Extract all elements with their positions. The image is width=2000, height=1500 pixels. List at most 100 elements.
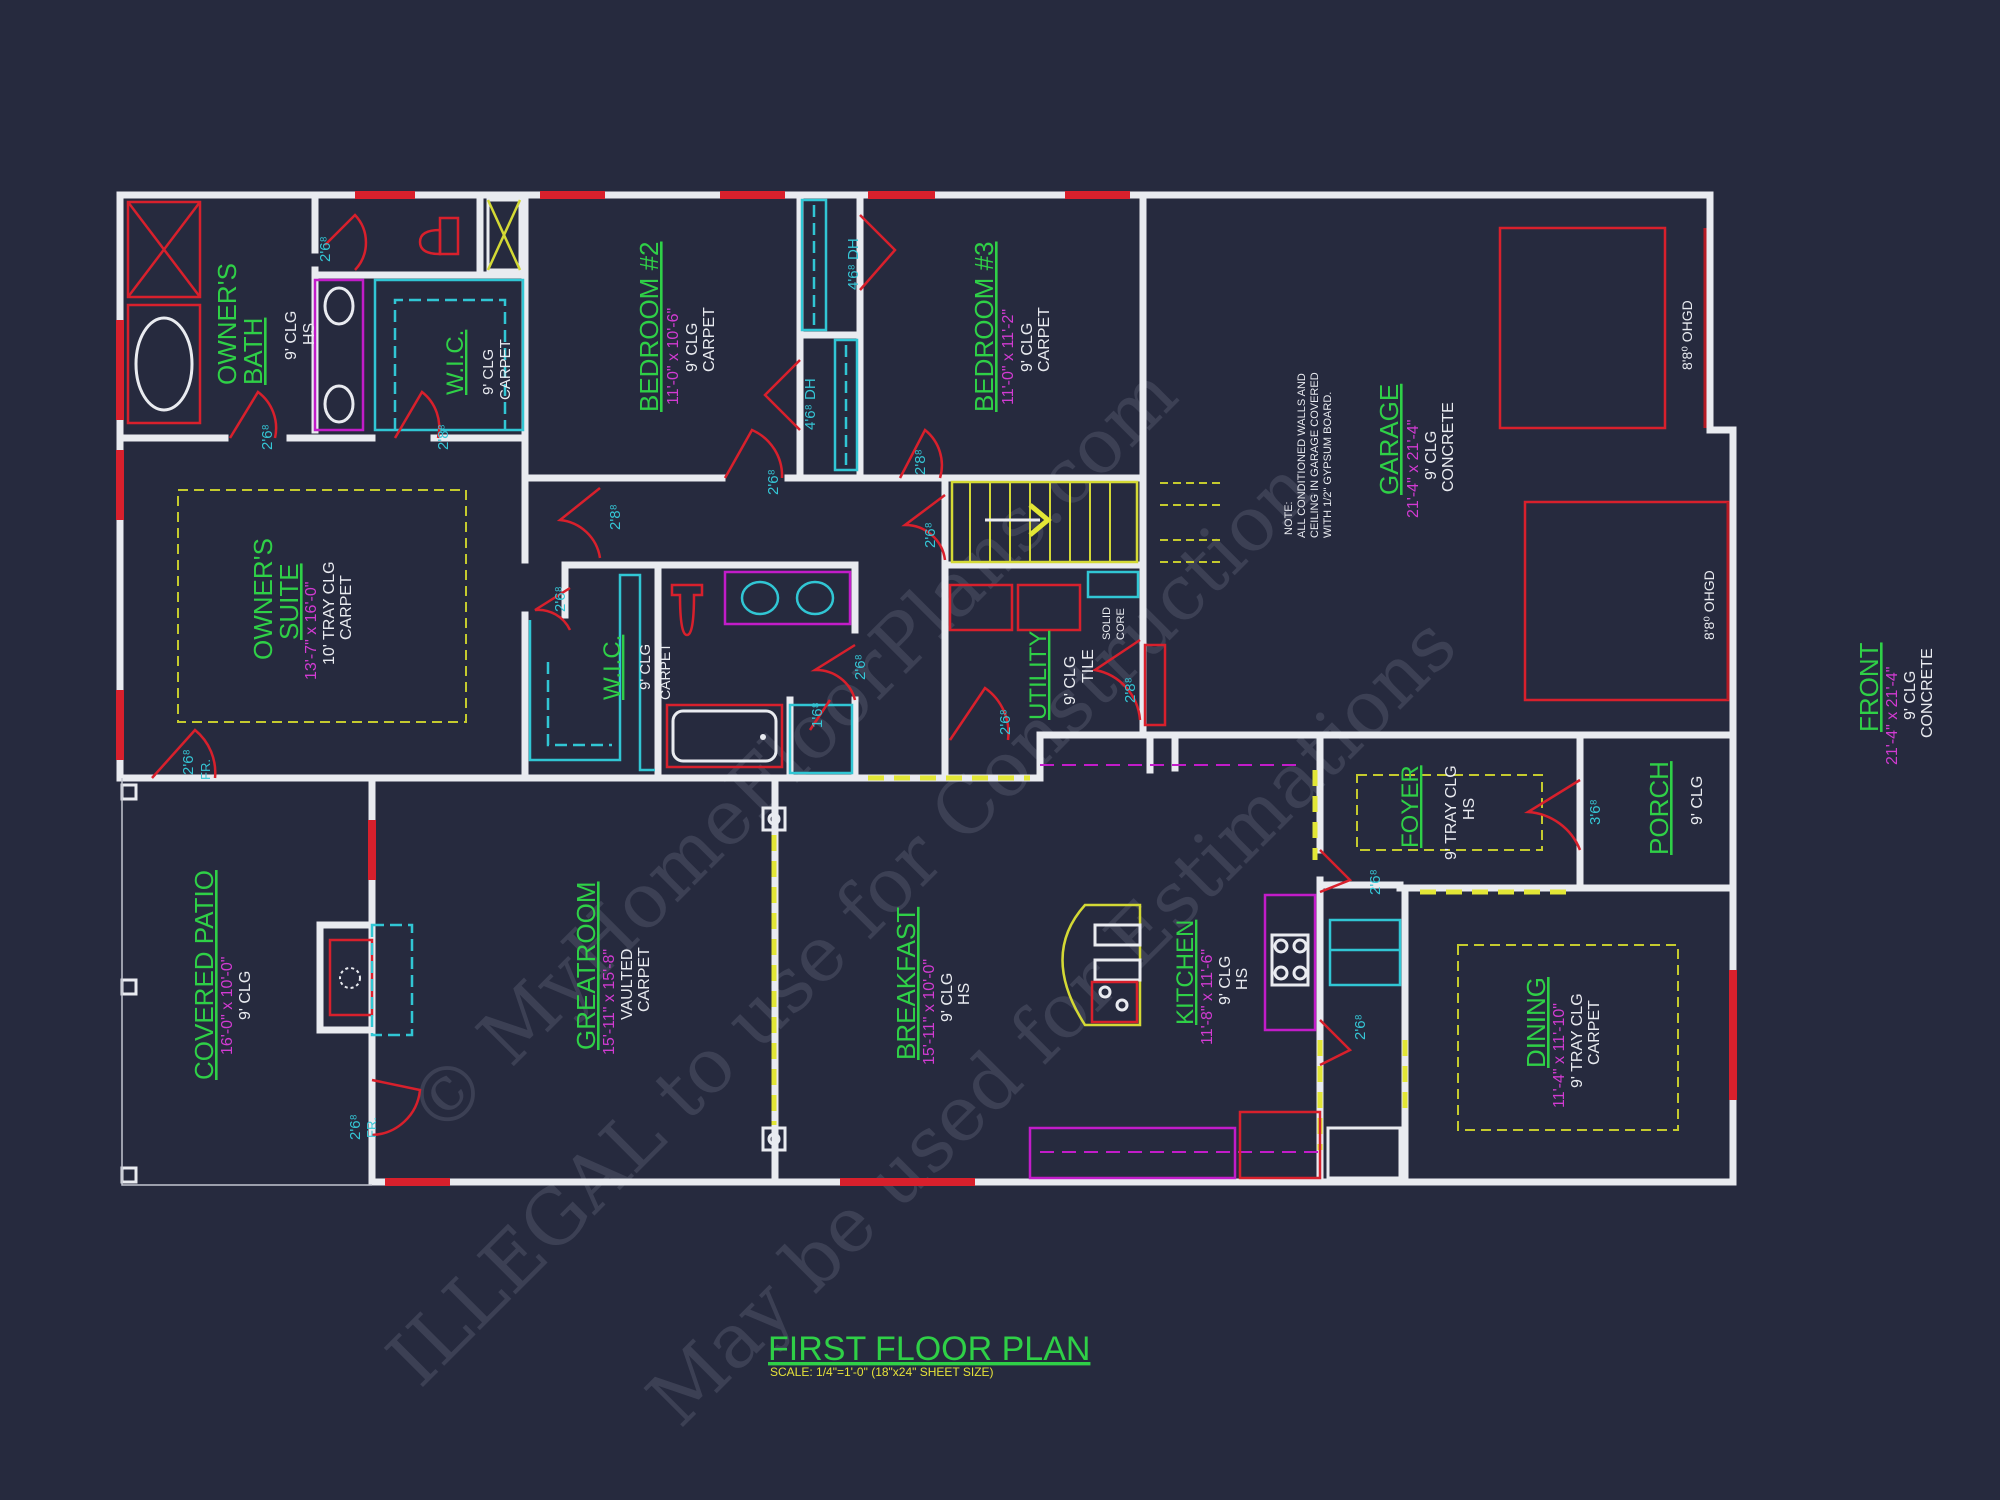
door-label-fr-1: FR.: [198, 759, 213, 780]
bedroom3-name: BEDROOM #3: [969, 242, 999, 413]
garage-finish: CONCRETE: [1440, 402, 1457, 492]
ceiling-outlines: [177, 489, 1679, 1131]
door-dh-2: 4'6⁸ DH: [802, 378, 819, 430]
hall-vanity: [723, 570, 852, 626]
owners-bath-fixtures: [126, 198, 525, 432]
utility-ceiling: 9' CLG: [1062, 656, 1079, 705]
utility-core-1: SOLID: [1101, 607, 1113, 640]
wic-upper-ceiling: 9' CLG: [480, 349, 497, 395]
kitchen-dims: 11'-8" x 11'-6": [1199, 949, 1216, 1045]
dining-dims: 11'-4" x 11'-10": [1551, 1003, 1568, 1108]
garage-name: GARAGE: [1374, 384, 1404, 495]
owners-suite-dims: 13'-7" x 16'-0": [303, 582, 320, 680]
utility-finish: TILE: [1080, 649, 1097, 683]
greatroom-finish: CARPET: [636, 947, 653, 1012]
room-labels: OWNER'S BATH 9' CLG HS W.I.C. 9' CLG CAR…: [189, 242, 1936, 1109]
doors: [151, 213, 1582, 1137]
garage-note-4: WITH 1/2" GYPSUM BOARD.: [1322, 392, 1334, 538]
garage-door-2-label: 8'8⁰ OHGD: [1701, 570, 1717, 640]
door-dh-1: 4'6⁸ DH: [845, 238, 862, 290]
garage-doors: [1498, 226, 1730, 702]
title-block: FIRST FLOOR PLAN SCALE: 1/4"=1'-0" (18"x…: [768, 1330, 1090, 1379]
patio-name: COVERED PATIO: [189, 870, 219, 1080]
greatroom-name: GREATROOM: [571, 881, 601, 1050]
garage-note-2: ALL CONDITIONED WALLS AND: [1296, 373, 1308, 538]
stair-arrow-icon: [1028, 503, 1052, 537]
dining-ceiling: 9' TRAY CLG: [1569, 993, 1586, 1088]
fireplace: [328, 938, 374, 1017]
owners-bath-finish: HS: [301, 323, 318, 345]
door-labels: 2'6⁸ 2'6⁸ 2'8⁸ 4'6⁸ DH 4'6⁸ DH 2'6⁸ 2'8⁸…: [180, 236, 1604, 1140]
door-label-17: 2'6⁸: [1352, 1014, 1369, 1040]
utility-name: UTILITY: [1025, 631, 1052, 720]
door-label-3: 2'8⁸: [435, 424, 452, 450]
foyer-finish: HS: [1461, 798, 1478, 820]
door-label-8: 2'6⁸: [552, 586, 569, 612]
garage-dims: 21'-4" x 21'-4": [1405, 420, 1422, 518]
breakfast-name: BREAKFAST: [891, 907, 921, 1060]
porch-name: PORCH: [1644, 761, 1674, 855]
foyer-tray-outline: [1356, 774, 1543, 851]
wic-lower-ceiling: 9' CLG: [637, 644, 654, 690]
bedroom3-finish: CARPET: [1036, 307, 1053, 372]
washer: [948, 583, 1014, 632]
plan-title: FIRST FLOOR PLAN: [768, 1330, 1090, 1368]
suite-tray-outline: [177, 489, 467, 723]
wic-lower-finish: CARPET: [657, 643, 673, 700]
bedroom2-dims: 11'-0" x 10'-6": [665, 308, 682, 405]
foyer-name: FOYER: [1397, 765, 1424, 848]
foyer-ceiling: 9' TRAY CLG: [1443, 765, 1460, 860]
closet-rods: [800, 198, 859, 472]
kitchen-sink: [1090, 980, 1139, 1024]
door-label-7: 2'6⁸: [922, 522, 939, 548]
hall-bath-fixtures: [528, 570, 854, 775]
column-1: [761, 806, 787, 832]
column-2: [761, 1126, 787, 1152]
owners-bath-name-2: BATH: [238, 318, 268, 385]
patio-ceiling: 9' CLG: [237, 971, 254, 1020]
door-label-2: 2'6⁸: [259, 424, 276, 450]
kitchen-ceiling: 9' CLG: [1217, 956, 1234, 1005]
bedroom2-ceiling: 9' CLG: [684, 323, 701, 372]
kitchen-counter: [1028, 1126, 1237, 1180]
bedroom2-finish: CARPET: [701, 307, 718, 372]
wic-lower-name: W.I.C.: [599, 635, 626, 700]
shower-stall: [126, 200, 202, 299]
hall-tub: [665, 703, 784, 769]
toilet-icon: [418, 228, 442, 256]
door-label-16: 3'6⁸: [1587, 799, 1604, 825]
door-label-10: 1'6⁸: [809, 702, 826, 728]
front-name: FRONT: [1854, 642, 1884, 732]
bedroom3-dims: 11'-0" x 11'-2": [1000, 309, 1017, 405]
breakfast-finish: HS: [956, 983, 973, 1005]
greatroom-dims: 15'-11" x 15'-8": [601, 949, 618, 1055]
kitchen-island: [1061, 903, 1142, 1027]
range: [1263, 893, 1317, 1032]
porch-ceiling: 9' CLG: [1689, 776, 1706, 825]
kitchen-name: KITCHEN: [1172, 920, 1199, 1025]
bedroom3-ceiling: 9' CLG: [1019, 323, 1036, 372]
door-label-13: 2'8⁸: [1122, 677, 1139, 703]
bathtub: [126, 303, 202, 425]
utility-core-2: CORE: [1115, 608, 1127, 640]
door-label-14: 2'6⁸: [347, 1114, 364, 1140]
door-label-11: 2'6⁸: [180, 749, 197, 775]
dining-tray-outline: [1457, 944, 1679, 1131]
garage-note-1: NOTE:: [1283, 501, 1295, 535]
garage-note-3: CEILING IN GARAGE COVERED: [1309, 372, 1321, 538]
windows: [116, 191, 1737, 1186]
dining-finish: CARPET: [1586, 1000, 1603, 1065]
garage-door-1: [1498, 226, 1667, 430]
stairs: [950, 480, 1225, 564]
door-label-5: 2'8⁸: [912, 449, 929, 475]
owners-suite-name-1: OWNER'S: [248, 538, 278, 660]
greatroom-ceiling: VAULTED: [619, 949, 636, 1020]
door-label-12: 2'6⁸: [997, 709, 1014, 735]
bedroom2-name: BEDROOM #2: [634, 242, 664, 413]
door-label-9: 2'6⁸: [852, 654, 869, 680]
hall-toilet-icon: [670, 583, 704, 637]
breakfast-ceiling: 9' CLG: [939, 973, 956, 1022]
dryer: [1016, 583, 1082, 632]
kitchen-finish: HS: [1234, 968, 1251, 990]
